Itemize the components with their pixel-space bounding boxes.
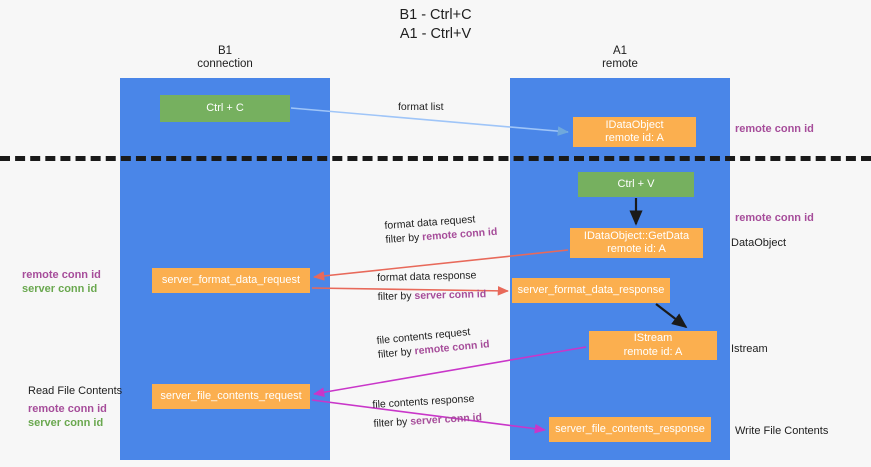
node-ctrl-c-label: Ctrl + C — [206, 101, 244, 114]
caption-fcreq-prefix: filter by — [377, 345, 416, 361]
phase-divider — [0, 156, 871, 161]
label-left-remote-conn-id: remote conn id — [22, 269, 101, 281]
caption-fdres-line2: filter by server conn id — [377, 287, 487, 304]
node-server-file-contents-request[interactable]: server_file_contents_request — [152, 384, 310, 409]
node-server-format-data-request[interactable]: server_format_data_request — [152, 268, 310, 293]
label-left-server-conn-id-2: server conn id — [28, 417, 104, 429]
node-istream-line2: remote id: A — [623, 345, 683, 358]
label-left-conn-ids-bottom: remote conn id server conn id — [28, 402, 107, 430]
caption-fdres-prefix: filter by — [377, 290, 415, 303]
title-line-2: A1 - Ctrl+V — [399, 26, 472, 42]
caption-format-data-request: format data request filter by remote con… — [384, 211, 498, 247]
caption-fdres-line1: format data response — [377, 269, 477, 284]
caption-format-list: format list — [398, 100, 444, 114]
node-getdata-line2: remote id: A — [607, 243, 666, 255]
column-header-a1: A1 remote — [510, 45, 730, 71]
node-server-file-contents-response[interactable]: server_file_contents_response — [549, 417, 711, 442]
caption-fcres-prefix: filter by — [373, 415, 411, 430]
node-idataobject-getdata[interactable]: IDataObject::GetData remote id: A — [570, 228, 703, 258]
caption-fcres-line1: file contents response — [372, 392, 475, 411]
caption-format-data-response: format data response filter by server co… — [377, 268, 486, 304]
node-getdata-line1: IDataObject::GetData — [583, 229, 690, 242]
label-left-conn-ids-top: remote conn id server conn id — [22, 268, 101, 296]
node-sfc-request-label: server_file_contents_request — [160, 389, 302, 402]
node-istream-line1: IStream — [633, 332, 673, 344]
node-sfd-request-label: server_format_data_request — [161, 273, 301, 286]
node-ctrl-c[interactable]: Ctrl + C — [160, 95, 290, 122]
column-b1-subtitle: connection — [197, 58, 253, 70]
column-a1-name: A1 — [612, 45, 628, 57]
label-write-file-contents: Write File Contents — [735, 425, 829, 437]
node-istream[interactable]: IStream remote id: A — [589, 331, 717, 360]
column-header-b1: B1 connection — [120, 45, 330, 71]
label-dataobject: DataObject — [731, 237, 787, 249]
node-sfc-response-label: server_file_contents_response — [555, 422, 705, 435]
diagram-title: B1 - Ctrl+C A1 - Ctrl+V — [0, 6, 871, 44]
column-a1-subtitle: remote — [602, 58, 638, 70]
title-line-1: B1 - Ctrl+C — [399, 7, 472, 23]
caption-fcres-highlight: server conn id — [409, 411, 483, 428]
node-ctrl-v[interactable]: Ctrl + V — [578, 172, 694, 197]
node-idataobject-line1: IDataObject — [605, 118, 664, 131]
caption-fdreq-highlight: remote conn id — [421, 225, 498, 244]
label-istream: Istream — [731, 343, 768, 355]
node-idataobject-line2: remote id: A — [605, 132, 664, 144]
label-remote-conn-id-mid: remote conn id — [735, 212, 814, 224]
label-remote-conn-id-top: remote conn id — [735, 123, 814, 135]
caption-fdres-highlight: server conn id — [414, 288, 487, 303]
node-ctrl-v-label: Ctrl + V — [617, 177, 655, 190]
label-left-remote-conn-id-2: remote conn id — [28, 403, 107, 415]
label-left-server-conn-id: server conn id — [22, 283, 98, 295]
caption-file-contents-request: file contents request filter by remote c… — [376, 323, 490, 362]
caption-fcres-line2: filter by server conn id — [373, 410, 482, 431]
caption-file-contents-response: file contents response filter by server … — [372, 391, 482, 431]
caption-fdreq-prefix: filter by — [385, 231, 423, 246]
caption-format-list-text: format list — [398, 101, 444, 113]
node-sfd-response-label: server_format_data_response — [517, 283, 665, 296]
column-b1-name: B1 — [217, 45, 233, 57]
label-read-file-contents: Read File Contents — [28, 385, 123, 397]
node-idataobject[interactable]: IDataObject remote id: A — [573, 117, 696, 147]
node-server-format-data-response[interactable]: server_format_data_response — [512, 278, 670, 303]
